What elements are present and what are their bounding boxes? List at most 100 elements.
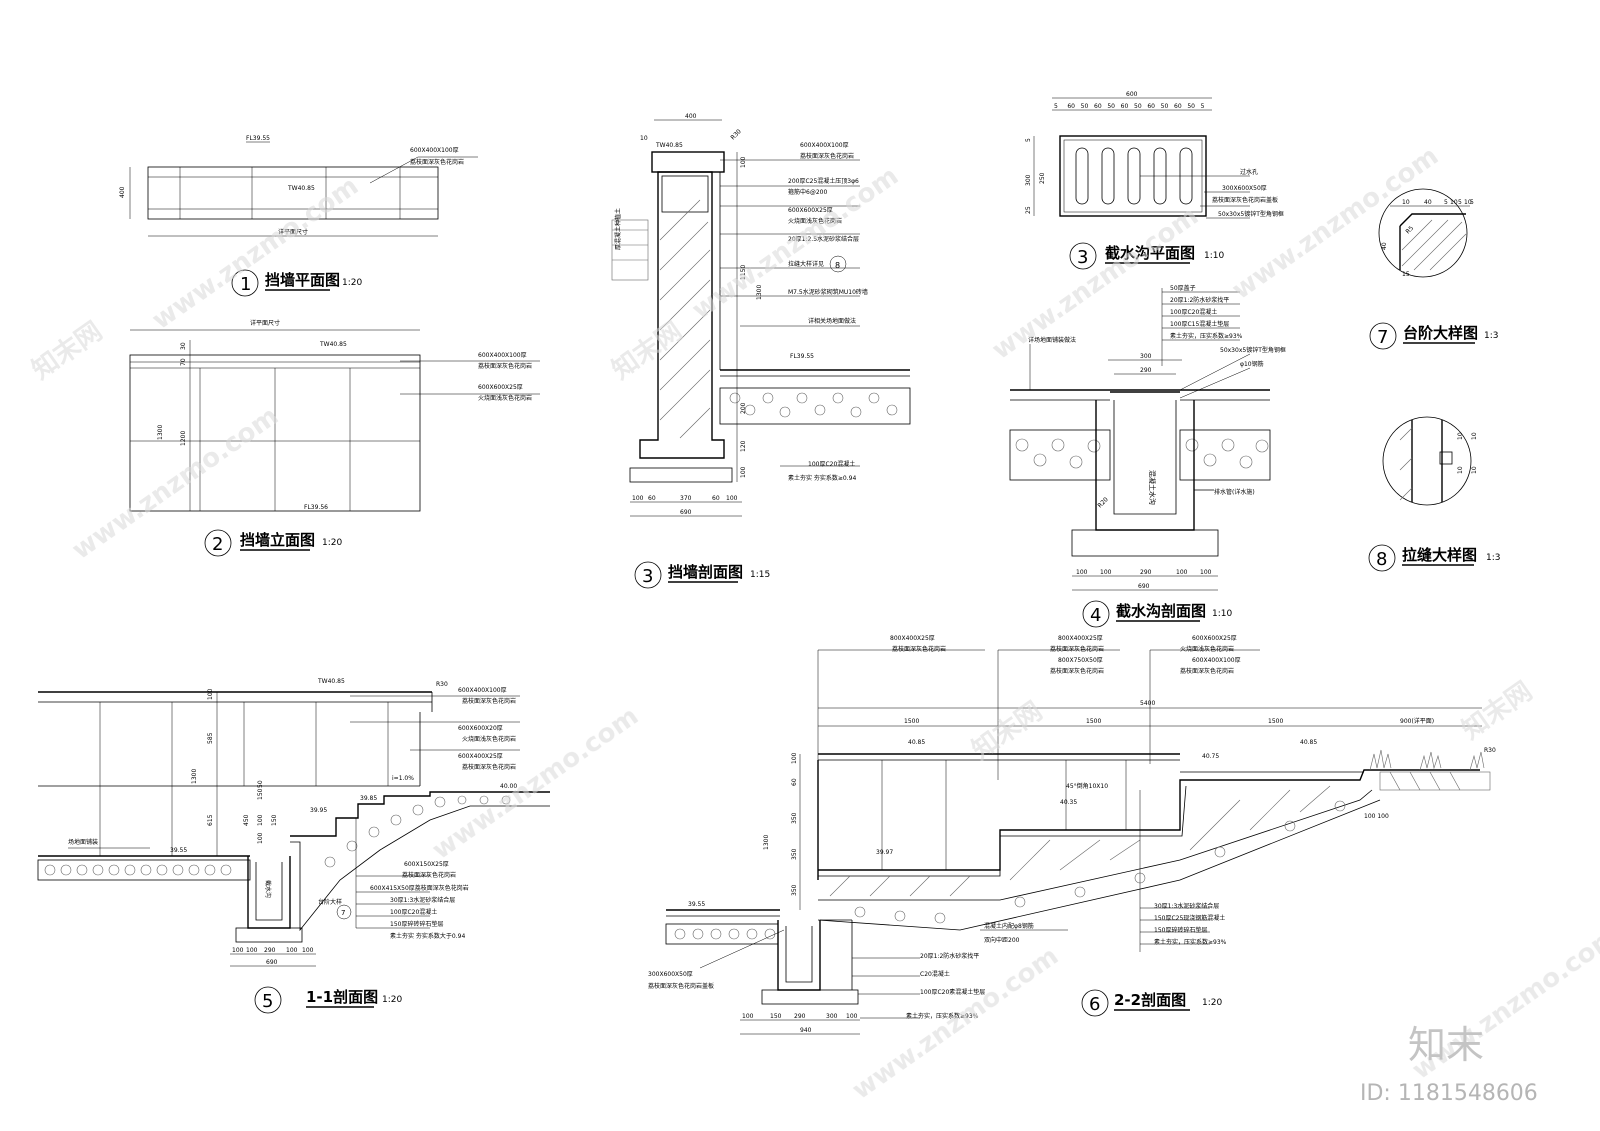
d3-vdim-1: 100 <box>740 156 747 168</box>
d2-title: 挡墙立面图 <box>240 531 315 549</box>
d6-corner-dim: 100 100 <box>1364 813 1389 820</box>
d3-note-1: 600X400X100厚 <box>800 142 849 149</box>
d3b-note-3: 荔枝面深灰色花岗岩盖板 <box>1212 196 1278 204</box>
d5-note-4: 火烧面浅灰色花岗岩 <box>462 735 516 743</box>
watermark-site-5: www.znzmo.com <box>1227 141 1444 306</box>
d3b-subdim: 5 <box>1201 103 1205 110</box>
d3b-vdim-3: 250 <box>1039 172 1046 184</box>
d3b-note-1: 过水孔 <box>1240 168 1258 176</box>
d5-level-2: 39.95 <box>310 807 327 814</box>
d6-bdim-3: 290 <box>794 1013 806 1020</box>
d3-note-7: 20厚1:2.5水泥砂浆结合层 <box>788 235 859 243</box>
d5-vdim-1: 100 <box>207 688 214 700</box>
d6-right-note-3: 150厚碎砖碎石垫层 <box>1154 926 1207 934</box>
d5-vdim-6: 150 <box>257 788 264 800</box>
d5-vdim-3: 1300 <box>191 769 198 784</box>
d4-note-2: 20厚1:2防水砂浆找平 <box>1170 296 1229 304</box>
d2-number: 2 <box>212 534 223 555</box>
d3b-top-dim: 600 <box>1126 91 1138 98</box>
d6-base-note-4: 素土夯实，压实系数≥93% <box>906 1012 979 1020</box>
d3-top-dim: 400 <box>685 113 697 120</box>
d3-ref-num: 8 <box>835 261 840 270</box>
d6-bdim-4: 300 <box>826 1013 838 1020</box>
d3b-note-2: 300X600X50厚 <box>1222 185 1267 192</box>
d3b-title: 截水沟平面图 <box>1105 244 1195 262</box>
d4-note-4: 100厚C15混凝土垫层 <box>1170 320 1229 328</box>
d4-note-6: 50x30x5镀锌T型角钢框 <box>1220 346 1286 354</box>
d3-note-2: 荔枝面深灰色花岗岩 <box>800 152 854 160</box>
d4-total: 690 <box>1138 583 1150 590</box>
d6-number: 6 <box>1089 994 1100 1015</box>
d3b-vdim-1: 5 <box>1025 138 1032 142</box>
d3-note-4: 箍筋中6@200 <box>788 188 827 196</box>
d3-note-11: 100厚C20混凝土 <box>808 460 855 468</box>
d5-drain: 截水沟 <box>264 880 272 898</box>
d3-vdim-5: 120 <box>740 440 747 452</box>
d3-note-12: 素土夯实 夯实系数≥0.94 <box>788 474 856 482</box>
d3-bdim-5: 100 <box>726 495 738 502</box>
d3b-vdim-2: 300 <box>1025 174 1032 186</box>
d5-step-4: 30厚1:3水泥砂浆结合层 <box>390 896 455 904</box>
drawing-4-drain-section: 300 290 混凝土水沟 R20 排水管(详水施) 详场地面铺装做法 50厚盖 <box>1009 284 1286 628</box>
d6-base-note-1: 20厚1:2防水砂浆找平 <box>920 952 979 960</box>
d1-title: 挡墙平面图 <box>265 271 340 289</box>
d2-level: TW40.85 <box>319 341 347 348</box>
d8-dim-2: 10 <box>1471 432 1478 440</box>
d6-level-1: 40.85 <box>908 739 925 746</box>
d2-fl: FL39.56 <box>304 504 328 511</box>
d3b-number: 3 <box>1077 247 1088 268</box>
d5-slope: i=1.0% <box>392 775 414 782</box>
d3-total: 690 <box>680 509 692 516</box>
d5-bdim-3: 290 <box>264 947 276 954</box>
d2-dim-1300: 1300 <box>157 425 164 440</box>
d6-left-note-2: 荔枝面深灰色花岗岩盖板 <box>648 982 714 990</box>
d3-bdim-4: 60 <box>712 495 720 502</box>
d7-dim-4: 10 <box>1450 199 1458 206</box>
d4-dim-290: 290 <box>1140 367 1152 374</box>
d6-base-note-2: C20混凝土 <box>920 970 950 978</box>
d3-number: 3 <box>642 566 653 587</box>
d7-dim-8: 40 <box>1381 242 1388 250</box>
d1-note2: 荔枝面深灰色花岗岩 <box>410 158 464 166</box>
d3-note-8: 拉缝大样详见 <box>788 260 824 268</box>
d4-bdim-3: 290 <box>1140 569 1152 576</box>
d4-bdim-2: 100 <box>1100 569 1112 576</box>
d5-level-3: 39.85 <box>360 795 377 802</box>
d5-ground-note: 场地面铺装 <box>68 838 98 846</box>
d8-title: 拉缝大样图 <box>1402 546 1477 564</box>
d6-span-2: 1500 <box>1086 718 1101 725</box>
d7-dim-6: 10 <box>1464 199 1472 206</box>
d6-note-2: 荔枝面深灰色花岗岩 <box>892 645 946 653</box>
d8-number: 8 <box>1376 549 1387 570</box>
d5-ref: 台阶大样 <box>318 898 342 906</box>
d8-dim-3: 10 <box>1457 466 1464 474</box>
d6-note-6: 荔枝面深灰色花岗岩 <box>1050 667 1104 675</box>
d4-title: 截水沟剖面图 <box>1116 602 1206 620</box>
d5-vdim-4: 615 <box>207 814 214 826</box>
d6-vdim-5: 350 <box>791 884 798 896</box>
d4-bdim-1: 100 <box>1076 569 1088 576</box>
drawing-8-joint-detail: 10 10 10 10 8 拉缝大样图 1:3 <box>1368 416 1500 572</box>
d4-bdim-5: 100 <box>1200 569 1212 576</box>
d6-note-1: 800X400X25厚 <box>890 635 935 642</box>
drawing-6-section-2-2: 800X400X25厚 荔枝面深灰色花岗岩 800X400X25厚 荔枝面深灰色… <box>648 635 1496 1035</box>
d5-bdim-2: 100 <box>246 947 258 954</box>
d5-vdim-5: 450 <box>243 814 250 826</box>
d2-note1: 600X400X100厚 <box>478 352 527 359</box>
d5-bdim-4: 100 <box>286 947 298 954</box>
d5-total: 690 <box>266 959 278 966</box>
d3-scale: 1:15 <box>750 570 770 580</box>
d3b-subdim: 60 <box>1094 103 1102 110</box>
d4-note-5: 素土夯实，压实系数≥93% <box>1170 332 1243 340</box>
d3b-note-4: 50x30x5镀锌T型角钢框 <box>1218 210 1284 218</box>
d5-level-1: 40.00 <box>500 783 517 790</box>
watermark-brand-4: 知末网 <box>1457 676 1538 745</box>
d6-right-note-4: 素土夯实，压实系数≥93% <box>1154 938 1227 946</box>
d4-note-1: 50厚盖子 <box>1170 284 1196 292</box>
d7-dim-3: 5 <box>1444 199 1448 206</box>
d6-bdim-5: 100 <box>846 1013 858 1020</box>
d5-note-1: 600X400X100厚 <box>458 687 507 694</box>
d5-step-5: 100厚C20混凝土 <box>390 908 437 916</box>
